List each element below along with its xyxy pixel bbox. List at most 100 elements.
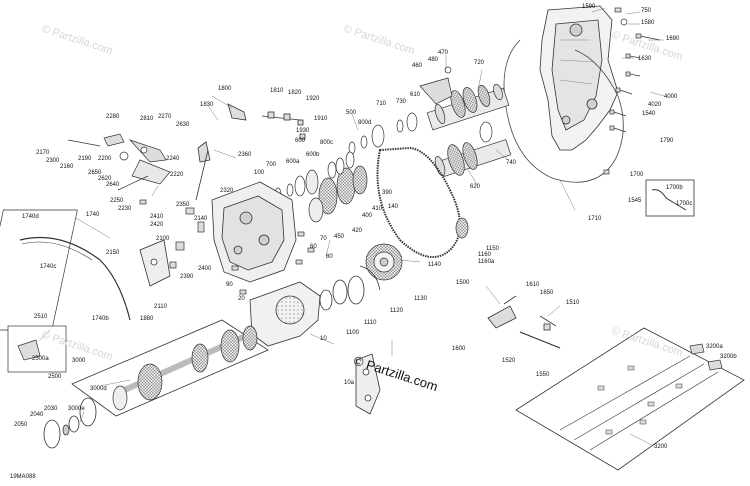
callout-label: 2640 (106, 182, 120, 188)
callout-label: 740 (506, 160, 517, 166)
cable-box-1740 (0, 209, 131, 331)
callout-label: 610 (410, 92, 421, 98)
callout-label: 2400 (198, 266, 212, 272)
callout-label: 90 (226, 282, 233, 288)
callout-label: 1830 (200, 102, 214, 108)
callout-label: 2220 (170, 172, 184, 178)
callout-label: 10a (344, 380, 355, 386)
callout-label: 1740b (92, 316, 109, 322)
callout-label: 2420 (150, 222, 164, 228)
callout-label: 1630 (638, 56, 652, 62)
callout-label: 1810 (270, 88, 284, 94)
callout-label: 800d (358, 120, 372, 126)
callout-label: 600b (306, 152, 320, 158)
callout-label: 620 (470, 184, 481, 190)
callout-label: 600a (286, 159, 300, 165)
callout-label: 800c (320, 140, 334, 146)
gearbox-housing-2320 (211, 181, 297, 283)
callout-label: 1500 (456, 280, 470, 286)
callout-label: 1710 (588, 216, 602, 222)
callout-label: 600 (295, 138, 306, 144)
rings-lower-left (43, 397, 97, 449)
callout-label: 1540 (642, 111, 656, 117)
small-parts-center (169, 207, 315, 295)
callout-label: 2410 (150, 214, 164, 220)
callout-label: 2170 (36, 150, 50, 156)
snap-rings (319, 265, 381, 311)
drive-belt-1140 (376, 146, 461, 259)
callout-label: 2500a (32, 356, 49, 362)
callout-label: 1100 (346, 330, 359, 336)
callout-label: 2240 (166, 156, 180, 162)
callout-label: 2390 (180, 274, 194, 280)
callout-label: 2360 (238, 152, 252, 158)
callout-label: 1110 (364, 320, 377, 326)
callout-label: 2100 (156, 236, 170, 242)
callout-label: 2230 (118, 206, 132, 212)
callout-label: 70 (320, 236, 327, 242)
callout-label: 140 (388, 204, 399, 210)
callout-label: 2250 (110, 198, 124, 204)
callout-label: 2630 (176, 122, 190, 128)
linkage-cluster-left (67, 133, 171, 205)
callout-label: 2190 (78, 156, 92, 162)
part-1700-box (645, 179, 695, 217)
callout-label: 10 (320, 336, 327, 342)
shift-fork-460 (419, 66, 453, 105)
callout-label: 710 (376, 101, 387, 107)
callout-label: 1600 (452, 346, 466, 352)
callout-label: 1510 (566, 300, 580, 306)
callout-label: 2050 (14, 422, 28, 428)
callout-label: 470 (438, 50, 449, 56)
callout-label: 450 (334, 234, 345, 240)
callout-label: 4020 (648, 102, 662, 108)
callout-label: 2280 (106, 114, 120, 120)
callout-label: 420 (352, 228, 363, 234)
callout-label: 2160 (60, 164, 74, 170)
callout-label: 100 (254, 170, 265, 176)
callout-label: 2140 (194, 216, 208, 222)
callout-label: 1520 (502, 358, 516, 364)
callout-label: 4000 (664, 94, 678, 100)
connectors-3200a-b (689, 343, 723, 371)
callout-label: 1700b (666, 185, 683, 191)
callout-label: 1700 (630, 172, 644, 178)
callout-label: 2620 (98, 176, 112, 182)
callout-label: 1740 (86, 212, 100, 218)
callout-label: 1160a (478, 259, 495, 265)
callout-label: 20 (238, 296, 245, 302)
transmission-cover-1590 (539, 5, 619, 151)
driveshaft-box-3000 (71, 319, 269, 417)
rod-2360 (195, 149, 209, 201)
callout-label: 1140 (428, 262, 441, 268)
bracket-10a (355, 353, 381, 415)
callout-label: 80 (326, 254, 333, 260)
sensor-1600 (487, 295, 561, 349)
callout-label: 1550 (536, 372, 550, 378)
callout-label: 1920 (306, 96, 320, 102)
callout-label: 1800 (218, 86, 232, 92)
harness-box-3200 (515, 327, 745, 471)
callout-label: 2110 (154, 304, 167, 310)
callout-label: 2650 (88, 170, 102, 176)
callout-label: 2150 (106, 250, 120, 256)
callout-label: 1910 (314, 116, 328, 122)
callout-label: 2510 (34, 314, 48, 320)
callout-label: 460 (412, 63, 423, 69)
callout-label: 1740d (22, 214, 39, 220)
diagram-code: 19MA088 (10, 474, 36, 480)
callout-label: 700 (266, 162, 277, 168)
callout-label: 3200a (706, 344, 723, 350)
callout-label: 2500 (48, 374, 62, 380)
callout-label: 2350 (176, 202, 190, 208)
callout-label: 3000d (90, 386, 107, 392)
middle-gears (274, 151, 368, 223)
callout-label: 2030 (44, 406, 58, 412)
bracket-2100 (139, 239, 171, 287)
callout-label: 1820 (288, 90, 302, 96)
callout-label: 1700c (676, 201, 693, 207)
large-gear-1500 (365, 243, 403, 281)
callout-label: 500 (346, 110, 357, 116)
